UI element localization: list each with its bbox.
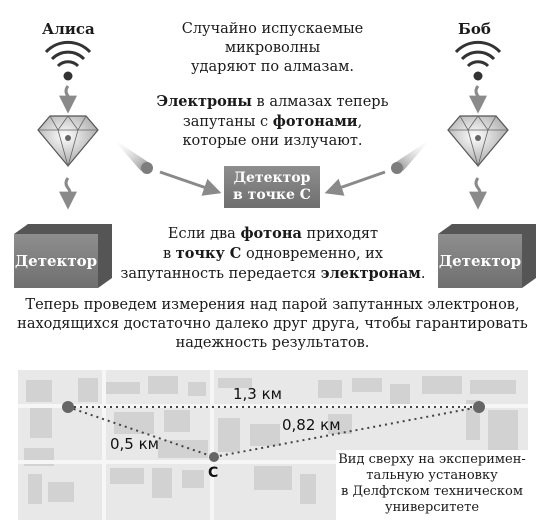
photon-arrival-text: Если два фотона приходят в точку С однов…	[112, 224, 434, 284]
distance-ac-label: 0,5 км	[110, 435, 159, 453]
bob-label: Боб	[458, 20, 491, 38]
arrow-to-c-right	[324, 170, 386, 196]
microwave-text-line2: микроволны	[224, 40, 321, 56]
measurement-line3: надежность результатов.	[175, 335, 370, 351]
detector-left-depth	[14, 224, 112, 288]
map-caption-line4: университете	[384, 500, 480, 515]
photon-beam-alice	[112, 138, 148, 171]
measurement-line2: находящихся достаточно далеко друг друга…	[17, 316, 528, 332]
photon-bold: фотона	[240, 225, 302, 242]
wave-arrow-bob-bottom	[469, 177, 487, 210]
detector-left-box: Детектор	[14, 234, 98, 288]
microwave-source-icon-alice	[44, 40, 92, 81]
detector-c-box: Детектор в точке С	[224, 166, 320, 208]
detector-right-box: Детектор	[438, 234, 522, 288]
measurement-line1: Теперь проведем измерения над парой запу…	[25, 297, 520, 313]
detector-left-label: Детектор	[14, 252, 98, 270]
arrival-line2-post: одновременно, их	[241, 246, 384, 262]
arrival-line3-pre: запутанность передается	[120, 266, 321, 282]
electrons-bold-2: электронам	[320, 265, 421, 282]
dotted-line-ac	[67, 406, 215, 458]
point-c-label: С	[208, 465, 218, 481]
wave-arrow-alice-top	[59, 85, 77, 114]
electrons-bold: Электроны	[156, 93, 252, 110]
diamond-icon-alice	[37, 115, 99, 168]
entanglement-line2-post: ,	[357, 114, 363, 130]
distance-ab-label: 1,3 км	[233, 385, 282, 403]
photons-bold: фотонами	[272, 113, 358, 130]
microwave-source-icon-bob	[454, 40, 502, 81]
point-c-bold: точку С	[175, 245, 242, 262]
measurement-text: Теперь проведем измерения над парой запу…	[10, 296, 535, 353]
point-a-marker	[62, 401, 74, 413]
detector-c-label-line2: в точке С	[233, 187, 311, 203]
diamond-icon-bob	[447, 115, 509, 168]
arrival-line2-pre: в	[162, 246, 176, 262]
photon-beam-bob	[396, 138, 432, 171]
distance-cb-label: 0,82 км	[282, 416, 341, 434]
point-b-marker	[473, 401, 485, 413]
wave-arrow-alice-bottom	[59, 177, 77, 210]
microwave-text-line3: ударяют по алмазам.	[190, 59, 354, 75]
diagram-graphics	[14, 40, 536, 288]
detector-c-label-line1: Детектор	[233, 170, 311, 186]
entanglement-line3: которые они излучают.	[182, 133, 363, 149]
arrival-line1-post: приходят	[301, 226, 379, 242]
microwave-text: Случайно испускаемые микроволны ударяют …	[150, 20, 395, 77]
entanglement-line2-pre: запутаны с	[182, 114, 273, 130]
detector-right-label: Детектор	[438, 252, 522, 270]
entanglement-text: Электроны в алмазах теперь запутаны с фо…	[140, 92, 405, 151]
wave-arrow-bob-top	[469, 85, 487, 114]
detector-right-depth	[438, 224, 536, 288]
point-c-marker	[209, 452, 219, 462]
arrival-line3-post: .	[420, 266, 426, 282]
microwave-text-line1: Случайно испускаемые	[181, 21, 364, 37]
alice-label: Алиса	[42, 20, 95, 38]
photon-icon-bob	[391, 162, 403, 174]
photon-icon-alice	[141, 162, 153, 174]
arrow-to-c-left	[159, 170, 222, 196]
map-caption-line3: в Делфтском техническом	[341, 484, 523, 499]
entanglement-line1-rest: в алмазах теперь	[251, 94, 389, 110]
map-caption-line2: тальную установку	[366, 468, 498, 483]
map-caption-line1: Вид сверху на эксперимен-	[338, 452, 526, 467]
arrival-line1-pre: Если два	[167, 226, 241, 242]
map-caption: Вид сверху на эксперимен- тальную устано…	[336, 450, 528, 520]
